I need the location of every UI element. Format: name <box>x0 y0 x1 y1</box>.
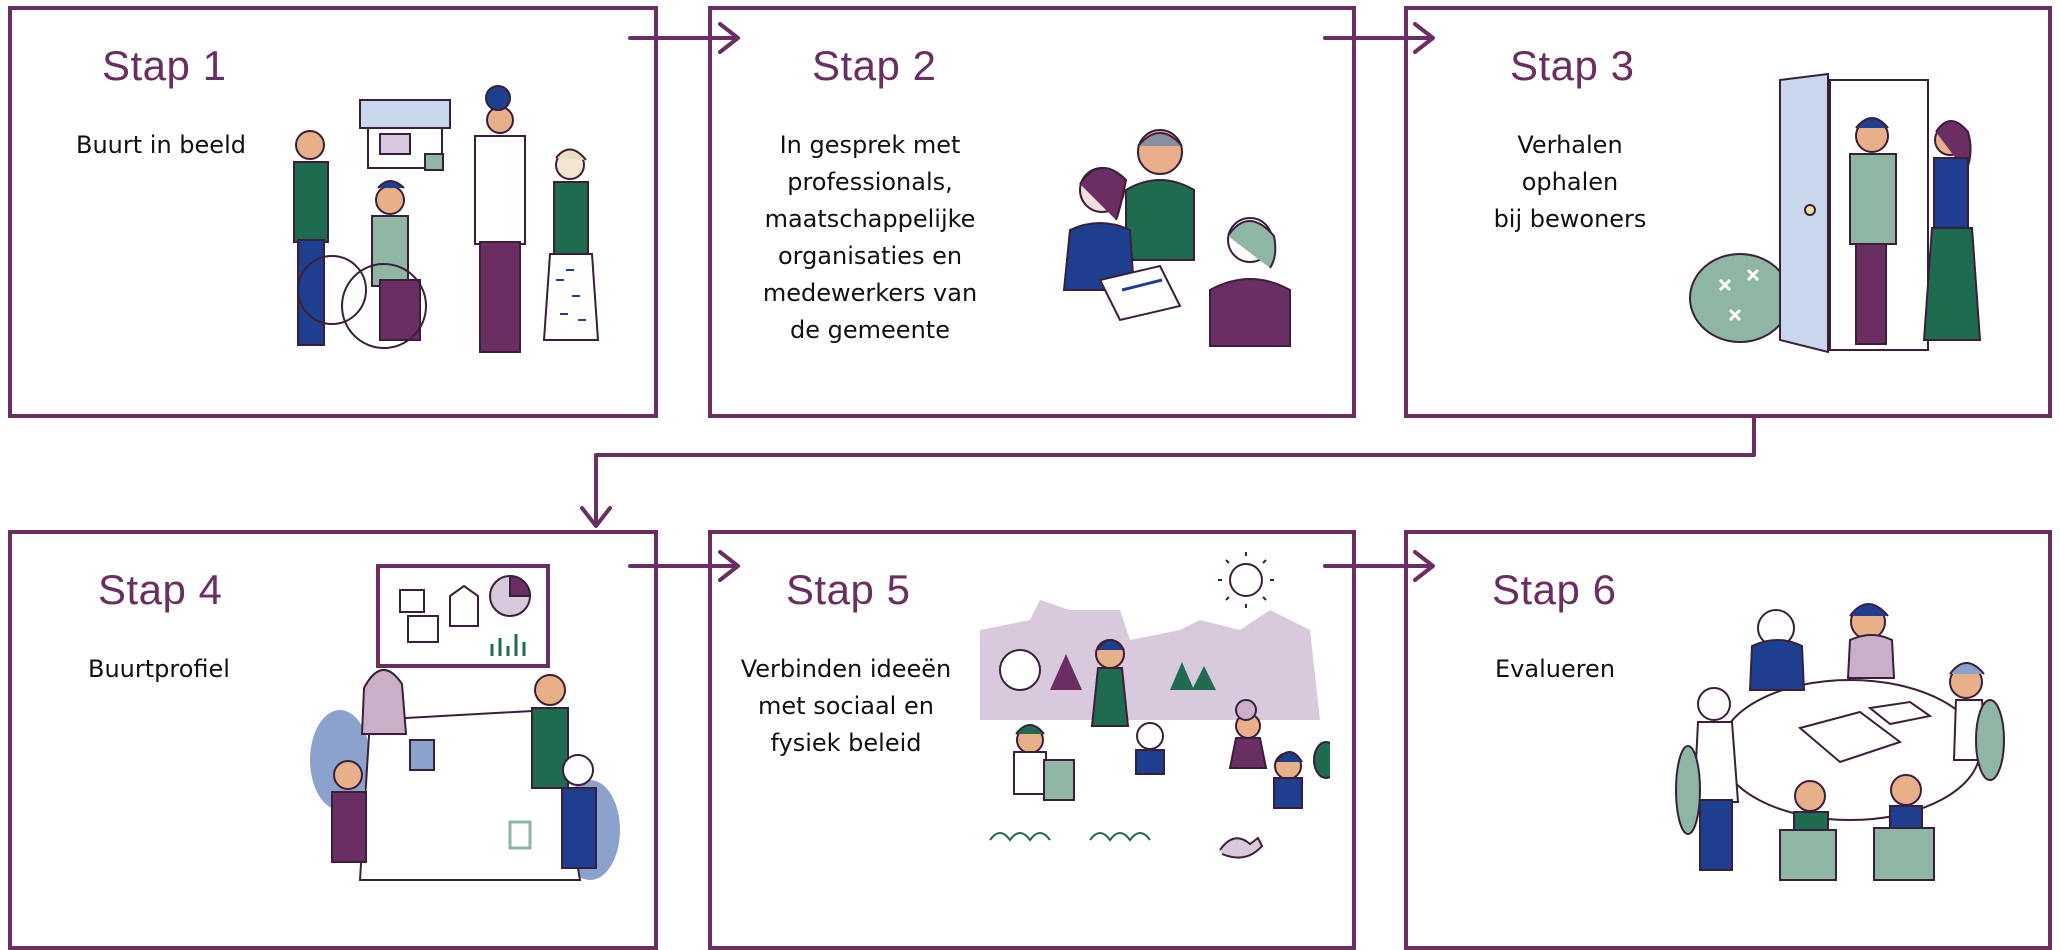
step-3-line: Verhalen <box>1517 131 1623 159</box>
conversation-illustration <box>1062 129 1291 347</box>
arrow-step4-to-step5 <box>628 550 740 582</box>
step-2-title: Stap 2 <box>812 42 937 89</box>
step-2-line: de gemeente <box>790 316 950 344</box>
arrow-step3-to-step4 <box>580 416 1756 528</box>
park-scene-illustration <box>980 552 1330 859</box>
arrow-step2-to-step3 <box>1323 22 1435 54</box>
step-3-line: bij bewoners <box>1493 205 1647 233</box>
step-6-line: Evalueren <box>1495 655 1616 683</box>
step-2-line: professionals, <box>787 168 953 196</box>
step-4-line: Buurtprofiel <box>88 655 230 683</box>
step-4-description: Buurtprofiel <box>88 651 230 688</box>
step-3-line: ophalen <box>1521 168 1619 196</box>
step-5-line: met sociaal en <box>758 692 934 720</box>
step-1-line: Buurt in beeld <box>76 131 246 159</box>
step-2-line: maatschappelijke <box>764 205 976 233</box>
step-5-title: Stap 5 <box>786 566 911 613</box>
step-2-line: In gesprek met <box>779 131 961 159</box>
neighbourhood-people-illustration <box>293 85 600 353</box>
step-5-line: Verbinden ideeën <box>740 655 952 683</box>
step-1-title: Stap 1 <box>102 42 227 89</box>
step-4-title: Stap 4 <box>98 566 223 613</box>
door-visit-illustration <box>1689 72 1982 354</box>
step-3-title: Stap 3 <box>1510 42 1635 89</box>
step-1-description: Buurt in beeld <box>76 127 246 164</box>
round-table-illustration <box>1675 603 2005 881</box>
step-2-box <box>708 6 1356 418</box>
step-6-description: Evalueren <box>1495 651 1615 688</box>
step-2-line: organisaties en <box>777 242 963 270</box>
step-5-description: Verbinden ideeën met sociaal en fysiek b… <box>726 651 966 762</box>
step-5-line: fysiek beleid <box>770 729 922 757</box>
arrow-step1-to-step2 <box>628 22 740 54</box>
meeting-board-illustration <box>310 564 620 881</box>
step-2-line: medewerkers van <box>762 279 978 307</box>
step-3-description: Verhalen ophalen bij bewoners <box>1460 127 1680 238</box>
arrow-step5-to-step6 <box>1323 550 1435 582</box>
step-1-box <box>8 6 658 418</box>
step-2-description: In gesprek met professionals, maatschapp… <box>740 127 1000 349</box>
step-6-title: Stap 6 <box>1492 566 1617 613</box>
